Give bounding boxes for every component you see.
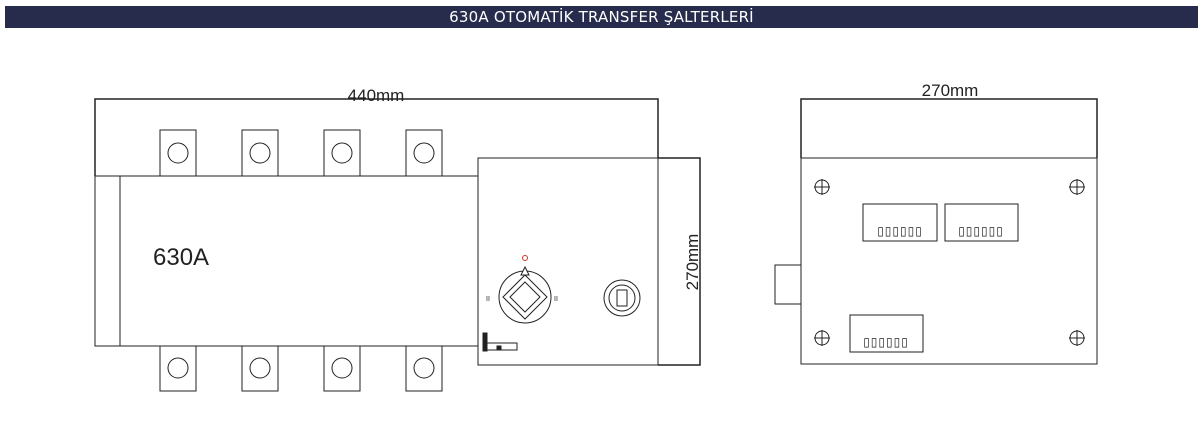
padlock-bracket	[482, 332, 518, 352]
side-width-dimension-line	[800, 98, 1098, 158]
front-height-label: 270mm	[683, 234, 702, 291]
side-connector	[774, 264, 802, 305]
key-lock-icon	[603, 279, 641, 317]
front-height-dimension-line	[658, 157, 701, 366]
rating-label: 630A	[153, 244, 209, 271]
top-terminals	[159, 129, 443, 177]
switch-body	[94, 175, 479, 347]
side-body	[800, 157, 1098, 365]
terminal-block-3-label: ▯▯▯▯▯▯	[863, 335, 909, 349]
selector-right-mark: II	[554, 296, 558, 303]
terminal-block-1-label: ▯▯▯▯▯▯	[877, 224, 923, 238]
side-width-label: 270mm	[922, 81, 979, 100]
terminal-blocks	[849, 203, 1019, 353]
mounting-screw-icons	[814, 179, 1085, 346]
page-title: 630A OTOMATİK TRANSFER ŞALTERLERİ	[5, 6, 1198, 28]
terminal-block-2-label: ▯▯▯▯▯▯	[958, 224, 1004, 238]
selector-left-mark: II	[486, 296, 490, 303]
controller-box	[477, 157, 659, 366]
front-width-label: 440mm	[348, 86, 405, 105]
bottom-terminals	[159, 345, 443, 392]
selector-handle	[498, 255, 552, 324]
front-width-dimension-line	[94, 98, 659, 176]
